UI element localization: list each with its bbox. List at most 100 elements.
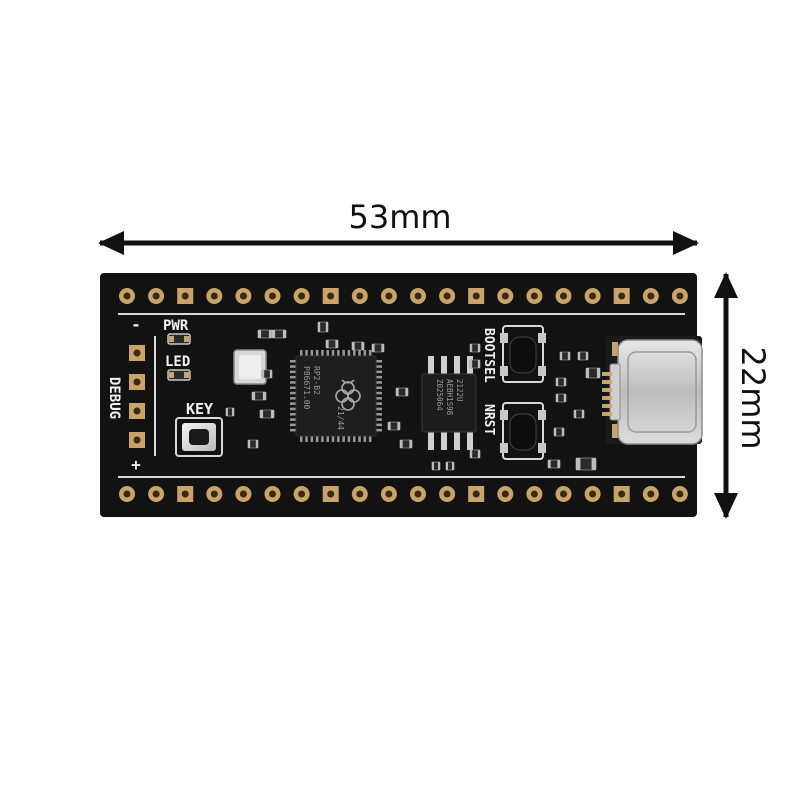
pad-hole (298, 490, 306, 498)
flash-pin (454, 356, 460, 376)
mcu-pin (310, 435, 314, 442)
rp2040-marking-line3: P86671.00 (302, 366, 311, 410)
flash-pin (441, 430, 447, 450)
pad-hole (327, 490, 335, 498)
mcu-pin (375, 407, 382, 411)
usb-c-connector-icon (602, 336, 703, 445)
mcu-pin (290, 375, 297, 379)
smd-terminal (268, 330, 272, 338)
smd-terminal (563, 394, 566, 402)
usb-pin (602, 388, 612, 392)
smd-terminal (477, 360, 480, 368)
pad-hole (472, 292, 480, 300)
mcu-pin (358, 435, 361, 442)
raspberry-pi-logo-icon (335, 379, 361, 411)
mcu-pin (375, 397, 382, 400)
width-arrow-right-icon (673, 231, 699, 255)
flash-pin (441, 356, 447, 376)
debug-plus-label: + (131, 455, 141, 474)
pin-row-top (119, 288, 688, 304)
passive-components (225, 321, 601, 471)
mcu-pin (337, 350, 340, 357)
pad-hole (181, 292, 189, 300)
pad-hole (676, 490, 684, 498)
smd-terminal (581, 410, 584, 418)
mcu-pin (331, 350, 335, 357)
usb-pin (602, 404, 612, 408)
usb-pin (602, 396, 612, 400)
mcu-pin (375, 365, 382, 368)
pad-hole (385, 292, 393, 300)
mcu-pin (368, 435, 372, 442)
pad-hole (356, 490, 364, 498)
pad-hole (239, 490, 247, 498)
mcu-pin (321, 435, 324, 442)
smd-terminal (548, 460, 551, 468)
mcu-pin (290, 370, 297, 374)
width-dimension: 53mm (98, 198, 699, 255)
smd-terminal (326, 340, 329, 348)
pad-hole (239, 292, 247, 300)
smd-terminal (282, 330, 286, 338)
mcu-pin (310, 350, 314, 357)
smd-terminal (432, 462, 434, 470)
mcu-pin (375, 418, 382, 421)
smd-terminal (252, 392, 256, 400)
smd-terminal (470, 450, 473, 458)
height-label: 22mm (734, 346, 772, 449)
smd-terminal (232, 408, 234, 416)
flash-marking-line3: 2122U (455, 379, 464, 402)
pad-hole (123, 490, 131, 498)
mcu-pin (315, 435, 319, 442)
smd-terminal (272, 330, 276, 338)
mcu-pin (290, 391, 297, 395)
mcu-pin (342, 435, 345, 442)
debug-label: DEBUG (106, 377, 122, 419)
mcu-pin (375, 402, 382, 405)
bootsel-button (500, 325, 546, 383)
height-dimension: 22mm (714, 272, 772, 519)
pad-hole (133, 378, 141, 386)
smd-terminal (557, 460, 560, 468)
smd-terminal (397, 422, 400, 430)
mcu-pin (375, 391, 382, 395)
flash-pin (428, 356, 434, 376)
pad-hole (618, 490, 626, 498)
width-arrow-left-icon (98, 231, 124, 255)
mcu-pin (375, 386, 382, 389)
flash-body (421, 373, 477, 433)
mcu-pin (347, 435, 351, 442)
smd-terminal (561, 428, 564, 436)
smd-terminal (560, 352, 563, 360)
smd-terminal (556, 378, 559, 386)
smd-terminal (578, 352, 581, 360)
mcu-pin (290, 402, 297, 405)
pad-hole (152, 292, 160, 300)
pwr-label: PWR (163, 318, 189, 334)
pad-hole (414, 490, 422, 498)
mcu-pin (315, 350, 319, 357)
mcu-pin (290, 365, 297, 368)
flash-marking-line1: Z025064 (435, 379, 444, 411)
height-arrow-bottom-icon (714, 493, 738, 519)
smd-terminal (381, 344, 384, 352)
debug-pin-header (129, 345, 145, 448)
usb-pin (602, 380, 612, 384)
mcu-pin (300, 435, 303, 442)
pad-hole (530, 292, 538, 300)
pad-hole (472, 490, 480, 498)
usb-pin (602, 372, 612, 376)
smd-terminal (556, 394, 559, 402)
smd-terminal (470, 360, 473, 368)
smd-terminal (396, 388, 399, 396)
pad-hole (501, 490, 509, 498)
flash-marking-line2: AEBH1S98 (445, 379, 454, 416)
smd-terminal (262, 370, 265, 378)
smd-terminal (586, 368, 590, 378)
smd-terminal (255, 440, 258, 448)
smd-terminal (563, 378, 566, 386)
mcu-pin (375, 375, 382, 379)
mcu-pin (342, 350, 345, 357)
crystal-lid (239, 355, 261, 379)
